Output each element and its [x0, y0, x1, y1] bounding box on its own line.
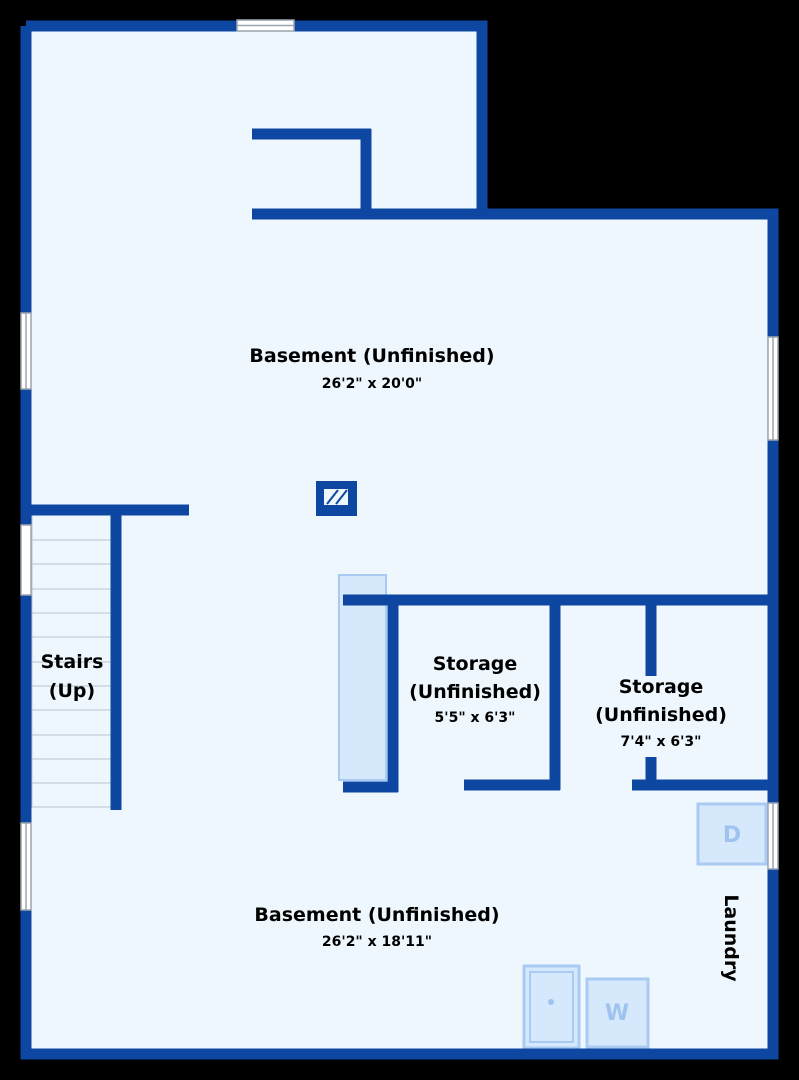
column-hatch [335, 489, 348, 505]
room-dims-basement-upper: 26'2" x 20'0" [322, 376, 422, 392]
dryer-label: D [723, 823, 741, 848]
room-name-basement-lower: Basement (Unfinished) [254, 904, 499, 926]
windows [20, 19, 779, 911]
dryer-fixture [696, 802, 768, 866]
room-name-storage-right-line1: Storage [619, 676, 704, 698]
room-dims-basement-lower: 26'2" x 18'11" [322, 934, 432, 950]
interior-walls [26, 128, 773, 810]
room-dims-storage-right: 7'4" x 6'3" [621, 734, 702, 750]
room-name-stairs-line1: Stairs [41, 651, 104, 673]
room-name-storage-left-line2: (Unfinished) [409, 681, 541, 703]
room-dims-storage-left: 5'5" x 6'3" [435, 710, 516, 726]
exterior-walls [20, 20, 779, 1060]
room-name-storage-left-line1: Storage [433, 653, 518, 675]
room-name-storage-right-line2: (Unfinished) [595, 704, 727, 726]
washer-fixture [585, 977, 650, 1049]
room-name-basement-upper: Basement (Unfinished) [249, 345, 494, 367]
room-name-stairs-line2: (Up) [49, 680, 95, 702]
washer-label: W [605, 1001, 629, 1026]
shelf-fixture [338, 574, 387, 781]
floor-area [26, 26, 773, 1054]
window-left-stairs [20, 524, 32, 596]
room-name-laundry: Laundry [720, 894, 742, 982]
laundry-sink-basin [529, 971, 574, 1043]
column-hatch [326, 489, 339, 505]
sink-drain-icon [548, 999, 554, 1005]
exterior-wall [20, 20, 779, 1060]
